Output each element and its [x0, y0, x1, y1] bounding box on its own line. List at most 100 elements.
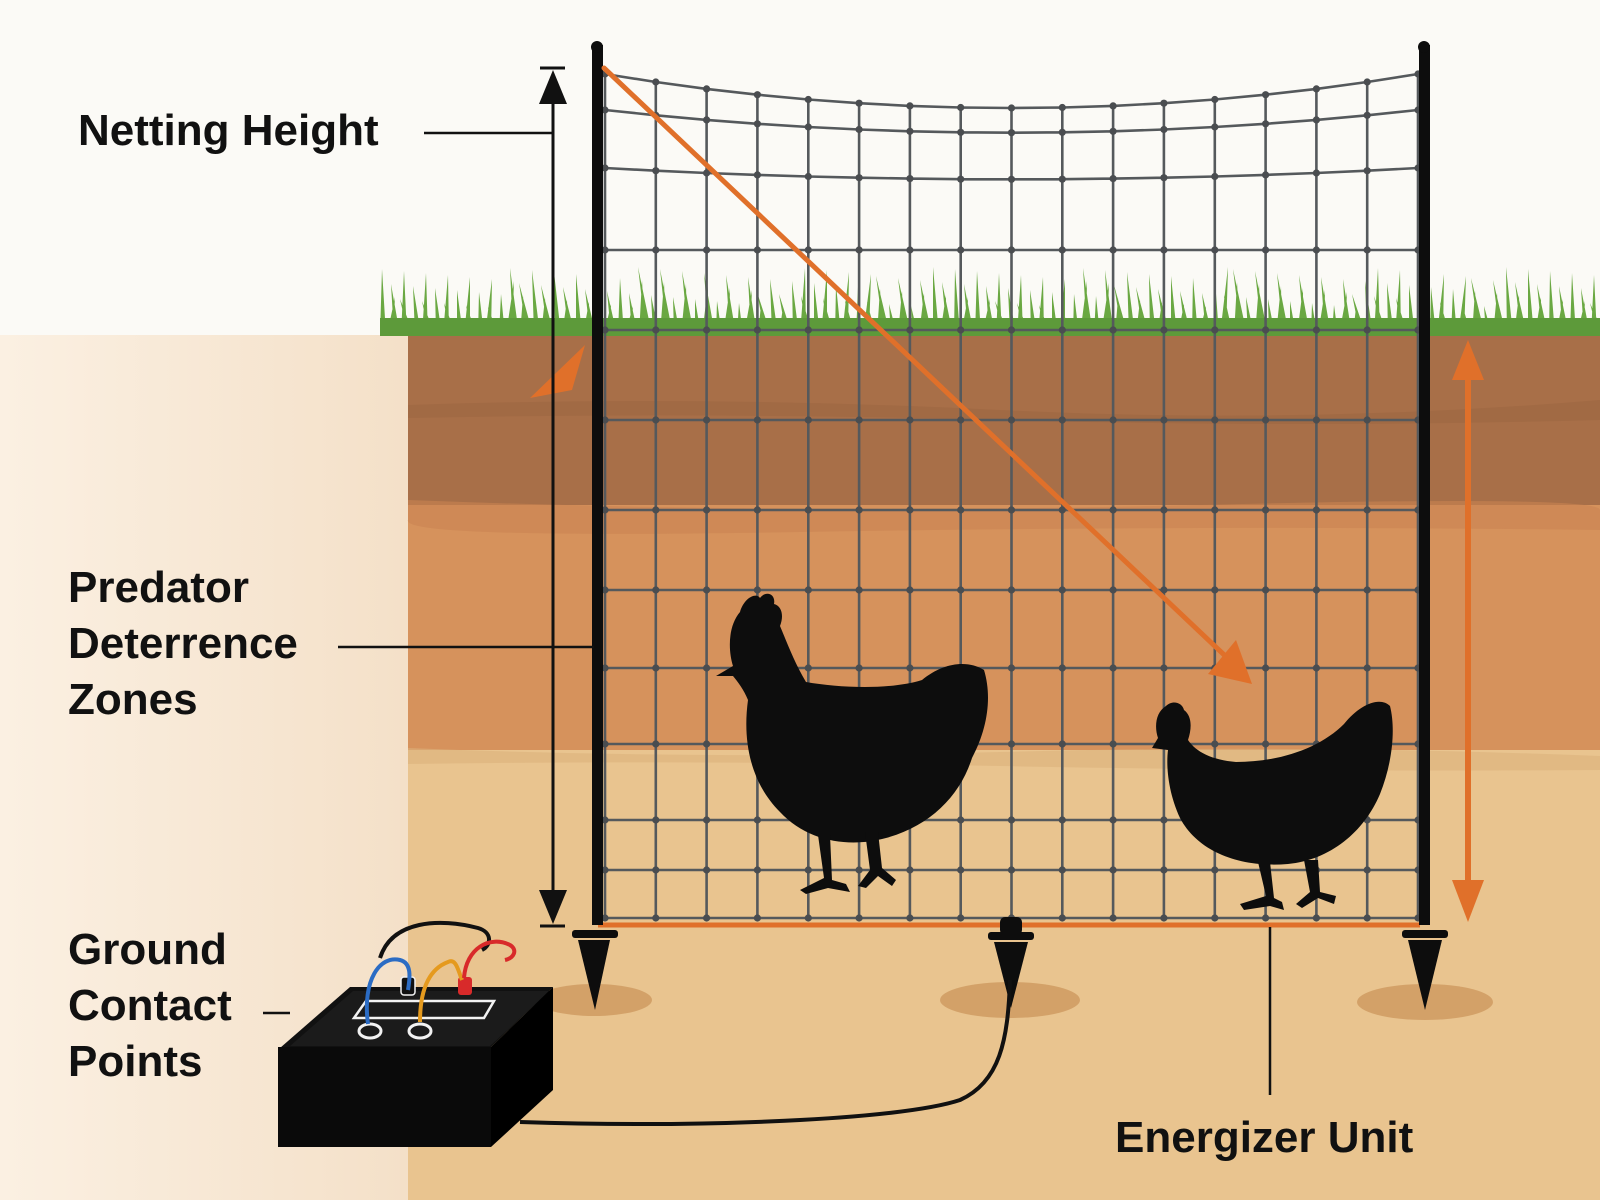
netting-knot	[1160, 816, 1168, 824]
netting-knot	[906, 246, 914, 254]
netting-knot	[957, 914, 965, 922]
netting-knots	[601, 70, 1422, 922]
netting-knot	[652, 506, 660, 514]
orange-wire	[418, 959, 464, 1023]
netting-knot	[855, 506, 863, 514]
netting-knot	[1058, 664, 1066, 672]
soil-layer-clay	[408, 505, 1600, 755]
netting-knot	[1211, 416, 1219, 424]
netting-knot	[1109, 816, 1117, 824]
netting-knot	[855, 326, 863, 334]
netting-knot	[1160, 246, 1168, 254]
netting-knot	[1363, 111, 1371, 119]
netting-knot	[855, 664, 863, 672]
electric-netting	[601, 70, 1422, 922]
netting-knot	[1058, 103, 1066, 112]
netting-knot	[1007, 586, 1016, 594]
netting-knot	[753, 914, 762, 922]
netting-knot	[1109, 866, 1117, 874]
netting-knot	[601, 816, 609, 824]
netting-knot	[1363, 326, 1371, 334]
netting-knot	[601, 506, 609, 514]
netting-knot	[1262, 326, 1270, 334]
netting-knot	[957, 416, 965, 424]
netting-knot	[1058, 416, 1066, 424]
netting-knot	[957, 246, 965, 254]
netting-knot	[1211, 866, 1219, 874]
ground-stake-icon	[988, 917, 1034, 1008]
netting-knot	[957, 175, 965, 183]
netting-height-label: Netting Height	[78, 103, 379, 159]
netting-knot	[703, 416, 711, 424]
terminal-icon	[357, 1022, 383, 1040]
chicken-silhouette-icon	[716, 593, 988, 894]
netting-knot	[906, 506, 914, 514]
netting-knot	[1109, 416, 1117, 424]
netting-knot	[652, 78, 660, 86]
netting-knot	[703, 506, 711, 514]
grass-base	[380, 318, 1600, 336]
netting-knot	[1363, 78, 1371, 86]
netting-knot	[1262, 914, 1270, 922]
terminal-icon	[407, 1022, 433, 1040]
netting-knot	[906, 326, 914, 334]
netting-knot	[804, 506, 812, 514]
netting-knot	[906, 416, 914, 424]
ground-stake-icon	[1402, 930, 1448, 1010]
netting-knot	[1363, 914, 1371, 922]
netting-knot	[855, 246, 863, 254]
netting-knot	[601, 664, 609, 672]
netting-knot	[703, 740, 711, 748]
netting-knot	[652, 326, 660, 334]
netting-knot	[1160, 664, 1168, 672]
fence-posts	[591, 41, 1430, 925]
netting-knot	[957, 506, 965, 514]
netting-knot	[652, 416, 660, 424]
netting-knot	[1312, 116, 1320, 124]
netting-knot	[601, 416, 609, 424]
netting-knot	[855, 866, 863, 874]
post-cap	[591, 41, 603, 53]
netting-knot	[1160, 174, 1168, 182]
netting-knot	[1363, 586, 1371, 594]
netting-knot	[1109, 506, 1117, 514]
leader-lines	[263, 131, 1272, 1095]
netting-knot	[906, 102, 914, 110]
netting-knot	[804, 586, 812, 594]
netting-knot	[652, 246, 660, 254]
netting-knot	[703, 326, 711, 334]
netting-knot	[601, 326, 609, 334]
netting-knot	[1007, 866, 1016, 874]
netting-knot	[1007, 416, 1016, 424]
energizer-unit-label: Energizer Unit	[1115, 1110, 1413, 1166]
netting-knot	[601, 246, 609, 254]
terminal-post-red	[458, 977, 472, 995]
netting-knot	[1312, 169, 1320, 177]
netting-knot	[652, 914, 660, 922]
netting-knot	[804, 866, 812, 874]
netting-knot	[804, 123, 812, 131]
netting-knot	[1058, 246, 1066, 254]
netting-knot	[957, 586, 965, 594]
netting-knot	[1160, 914, 1168, 922]
netting-knot	[601, 586, 609, 594]
netting-knot	[1160, 125, 1168, 134]
netting-knot	[1058, 175, 1066, 183]
netting-knot	[753, 91, 762, 99]
chicken-silhouette-icon	[1152, 701, 1393, 910]
netting-knot	[957, 866, 965, 874]
netting-knot	[855, 174, 863, 182]
fence-post-left	[592, 45, 603, 925]
netting-knot	[906, 664, 914, 672]
netting-knot	[1211, 246, 1219, 254]
netting-knot	[601, 740, 609, 748]
netting-knot	[804, 914, 812, 922]
netting-knot	[1211, 326, 1219, 334]
predator-label-line-2: Deterrence	[68, 619, 298, 668]
netting-knot	[652, 866, 660, 874]
netting-knot	[804, 664, 812, 672]
netting-knot	[1007, 326, 1016, 334]
netting-knot	[957, 816, 965, 824]
